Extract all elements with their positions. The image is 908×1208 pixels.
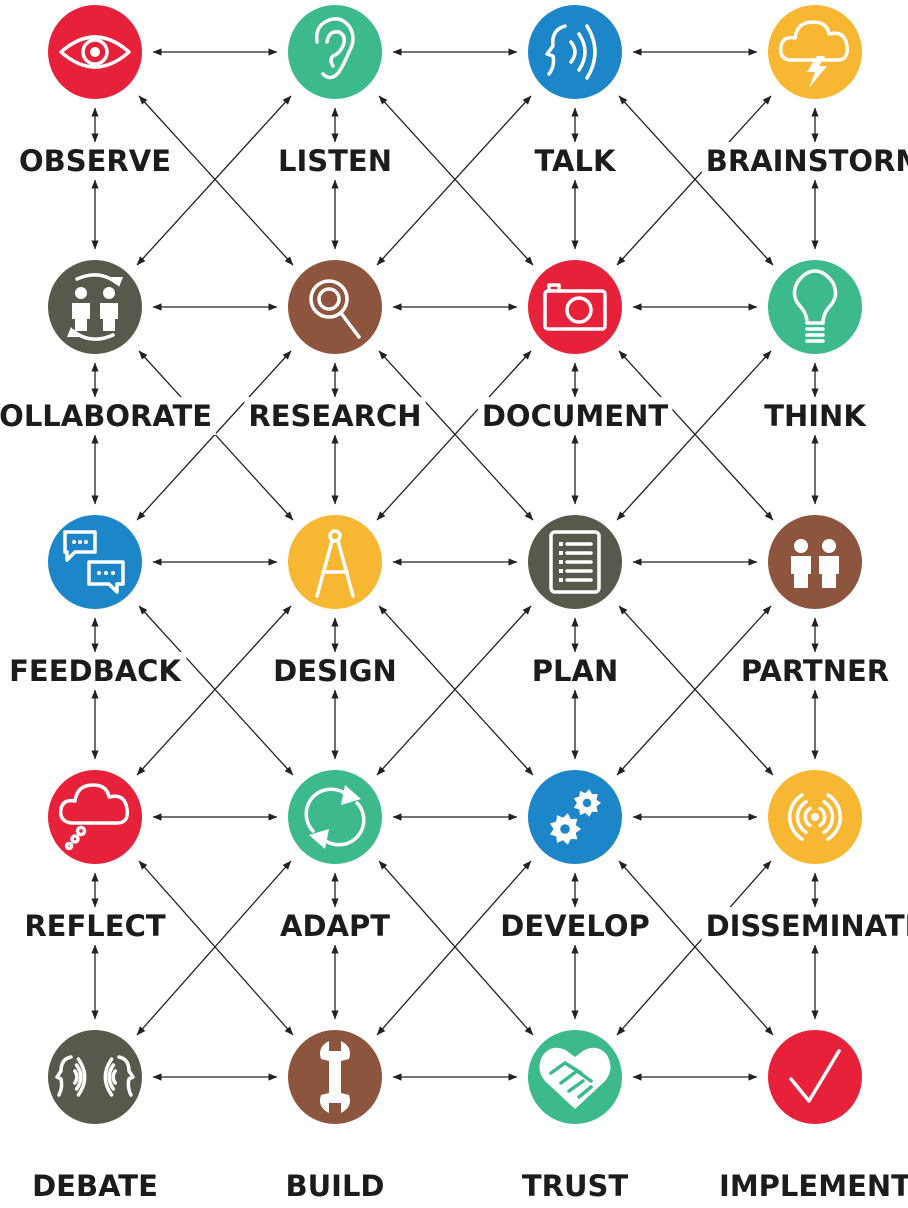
diagonal-connector [378,350,534,521]
thought-cloud-icon [58,783,130,851]
diagonal-connector [616,605,772,776]
diagonal-connector [136,95,292,266]
document-list-icon [549,530,601,594]
node-circle [528,770,622,864]
magnifier-icon [309,279,361,339]
node-circle [288,770,382,864]
node-design: DESIGN [269,512,401,690]
diagonal-connector [136,350,292,521]
node-partner: PARTNER [736,512,894,690]
node-plan: PLAN [525,512,625,690]
node-build: BUILD [281,1027,389,1205]
diagonal-connector [376,860,532,1036]
node-collaborate: COLLABORATE [0,257,217,435]
talking-head-icon [545,24,597,80]
node-talk: TALK [525,2,625,180]
node-circle [288,5,382,99]
node-label: DISSEMINATE [706,909,908,943]
two-people-icon [791,539,839,588]
diagonal-connector [376,350,532,521]
diagonal-connector [618,605,774,776]
node-circle [48,1030,142,1124]
node-label: PLAN [532,654,618,688]
diagonal-connector [618,95,774,266]
light-bulb-icon [792,269,838,343]
node-label: FEEDBACK [9,654,182,688]
node-label: BRAINSTORM [706,144,908,178]
node-circle [528,260,622,354]
diagonal-connector [136,605,292,776]
connector-layer [91,48,819,1081]
camera-icon [543,283,607,331]
cycle-arrows-icon [304,785,366,849]
diagonal-connector [138,605,294,776]
node-label: COLLABORATE [0,399,212,433]
node-circle [768,515,862,609]
node-label: DEBATE [32,1169,158,1203]
gears-icon [550,789,601,845]
node-label: TRUST [522,1169,629,1203]
node-debate: DEBATE [28,1027,162,1205]
diagonal-connector [376,605,532,776]
speech-bubbles-icon [63,530,125,594]
diagonal-connector [378,605,534,776]
diagonal-connector [136,860,292,1036]
node-research: RESEARCH [244,257,426,435]
eye-icon [59,35,131,69]
node-brainstorm: BRAINSTORM [701,2,908,180]
node-circle [288,515,382,609]
two-people-cycle-icon [67,273,123,341]
diagonal-connector [616,350,772,521]
wrench-icon [320,1041,350,1113]
node-feedback: FEEDBACK [5,512,187,690]
node-label: OBSERVE [19,144,171,178]
node-label: DOCUMENT [482,399,668,433]
diagonal-connector [138,860,294,1036]
node-label: TALK [535,144,617,178]
node-adapt: ADAPT [276,767,395,945]
node-circle [768,1030,862,1124]
diagonal-connector [616,95,772,266]
diagonal-connector [616,860,772,1036]
node-label: PARTNER [741,654,889,688]
node-trust: TRUST [517,1027,633,1205]
node-circle [768,5,862,99]
node-reflect: REFLECT [20,767,170,945]
node-implement: IMPLEMENT [715,1027,908,1205]
diagonal-connector [138,95,294,266]
node-label: RESEARCH [248,399,421,433]
handshake-heart-icon [539,1047,611,1109]
node-label: DESIGN [273,654,397,688]
node-listen: LISTEN [273,2,397,180]
node-observe: OBSERVE [14,2,176,180]
diagonal-connector [376,95,532,266]
check-icon [789,1049,841,1103]
broadcast-icon [788,793,842,841]
node-disseminate: DISSEMINATE [701,767,908,945]
node-label: IMPLEMENT [719,1169,908,1203]
node-circle [768,260,862,354]
node-label: DEVELOP [500,909,650,943]
node-label: ADAPT [280,909,390,943]
node-think: THINK [760,257,872,435]
node-develop: DEVELOP [496,767,654,945]
two-heads-talking-icon [55,1055,135,1097]
diagonal-connector [138,350,294,521]
diagonal-connector [618,860,774,1036]
compass-icon [315,529,355,598]
diagonal-connector [378,860,534,1036]
diagonal-connector [378,95,534,266]
node-label: LISTEN [278,144,392,178]
node-document: DOCUMENT [477,257,673,435]
node-label: THINK [764,399,867,433]
ear-icon [314,17,355,80]
node-label: BUILD [286,1169,385,1203]
node-label: REFLECT [24,909,166,943]
storm-cloud-icon [778,20,850,88]
diagonal-connector [618,350,774,521]
